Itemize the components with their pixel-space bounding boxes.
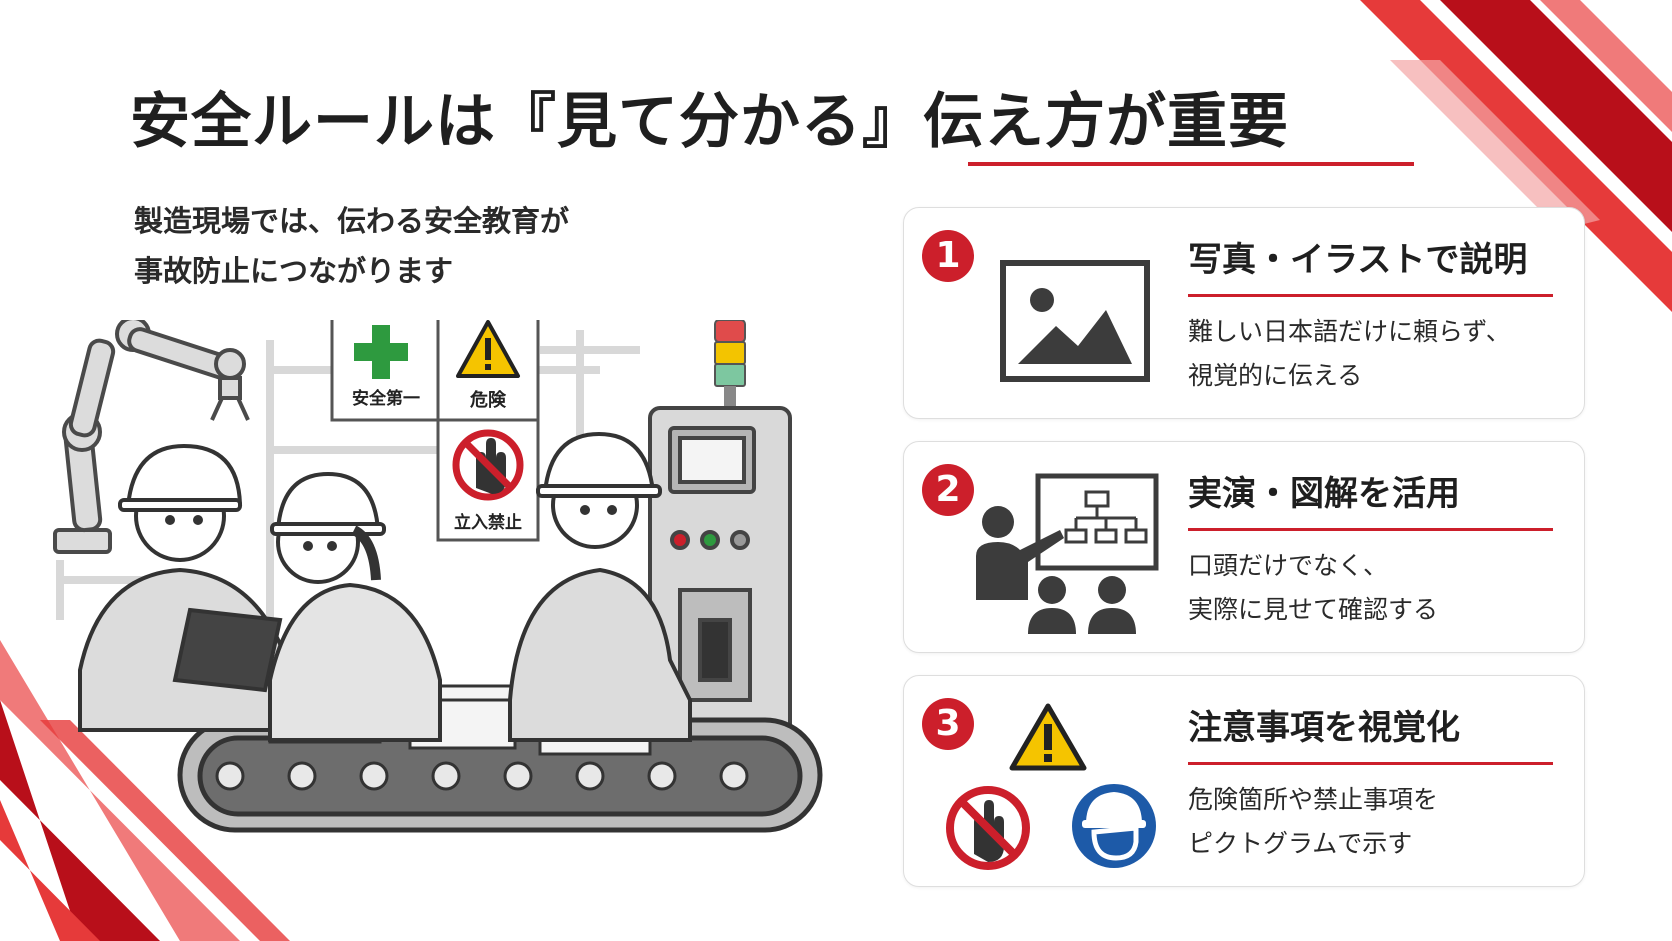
factory-illustration: 安全第一 危険 立入禁止	[53, 320, 823, 833]
subtitle-line-2: 事故防止につながります	[134, 254, 454, 288]
card-heading-2: 実演・図解を活用	[1188, 474, 1460, 514]
card-rule-1	[1188, 294, 1553, 297]
worker-operating-machine	[508, 431, 692, 742]
sign-no-entry: 立入禁止	[454, 512, 522, 533]
helmet-mandatory-icon	[1072, 784, 1156, 868]
card-body-1-line-2: 視覚的に伝える	[1188, 361, 1363, 390]
sign-safety-first: 安全第一	[352, 388, 420, 409]
card-body-3-line-1: 危険箇所や禁止事項を	[1188, 785, 1439, 814]
subtitle-line-1: 製造現場では、伝わる安全教育が	[134, 204, 570, 238]
page-title: 安全ルールは『見て分かる』伝え方が重要	[130, 87, 1289, 157]
card-rule-3	[1188, 762, 1553, 765]
scaffold-lines	[56, 330, 640, 620]
card-number-1: 1	[922, 230, 974, 282]
no-entry-hand-icon	[452, 429, 524, 501]
signal-tower-icon	[714, 320, 746, 408]
worker-with-tablet	[78, 443, 292, 732]
safety-signboard: 安全第一 危険 立入禁止	[330, 320, 540, 542]
card-rule-2	[1188, 528, 1553, 531]
picture-frame-icon	[1000, 260, 1150, 382]
card-heading-3: 注意事項を視覚化	[1188, 708, 1460, 748]
warning-triangle-icon	[1009, 703, 1087, 771]
card-number-2: 2	[922, 464, 974, 516]
card-demonstration: 2 実演・図解を活用 口頭だけでなく、 実際に見せて確認する	[903, 441, 1585, 653]
subtitle: 製造現場では、伝わる安全教育が 事故防止につながります	[134, 196, 734, 296]
sign-danger: 危険	[469, 389, 507, 411]
card-photo-illustration: 1 写真・イラストで説明 難しい日本語だけに頼らず、 視覚的に伝える	[903, 207, 1585, 419]
card-body-1-line-1: 難しい日本語だけに頼らず、	[1188, 317, 1511, 346]
card-body-2-line-1: 口頭だけでなく、	[1188, 551, 1389, 580]
worker-woman	[268, 471, 442, 742]
card-number-3: 3	[922, 698, 974, 750]
card-heading-1: 写真・イラストで説明	[1188, 240, 1528, 280]
card-body-2-line-2: 実際に見せて確認する	[1188, 595, 1439, 624]
pictogram-icons	[946, 703, 1156, 870]
green-cross-icon	[354, 325, 408, 379]
title-underline	[968, 162, 1414, 166]
card-body-3-line-2: ピクトグラムで示す	[1188, 829, 1413, 858]
robot-arm-icon	[53, 320, 250, 554]
no-touch-icon	[946, 786, 1030, 870]
card-body-2: 口頭だけでなく、 実際に見せて確認する	[1188, 544, 1563, 632]
card-body-1: 難しい日本語だけに頼らず、 視覚的に伝える	[1188, 310, 1563, 398]
card-body-3: 危険箇所や禁止事項を ピクトグラムで示す	[1188, 778, 1563, 866]
press-machine	[648, 406, 792, 750]
presentation-icon	[976, 473, 1159, 634]
card-visualize-warnings: 3 注意事項を視覚化 危険箇所や禁止事項を ピクトグラムで示す	[903, 675, 1585, 887]
warning-triangle-icon	[456, 320, 520, 378]
